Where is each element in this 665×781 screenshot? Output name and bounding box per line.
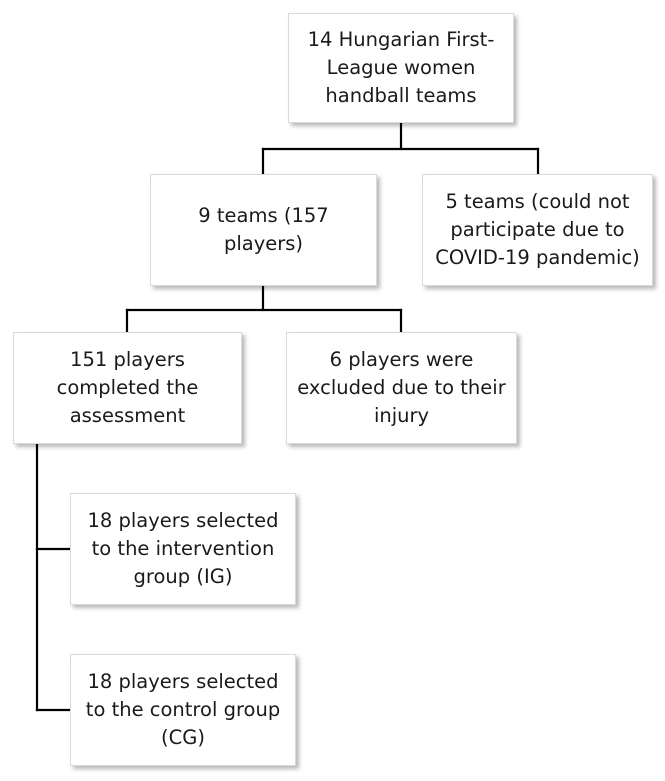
completed-assessment-box: 151 players completed the assessment bbox=[13, 332, 242, 444]
root-node-box: 14 Hungarian First-League women handball… bbox=[288, 13, 514, 123]
excluded-teams-box: 5 teams (could not participate due to CO… bbox=[422, 174, 653, 286]
control-group-box: 18 players selected to the control group… bbox=[70, 654, 296, 766]
root-node-text: 14 Hungarian First-League women handball… bbox=[307, 28, 495, 107]
intervention-group-box: 18 players selected to the intervention … bbox=[70, 493, 296, 605]
excluded-players-text: 6 players were excluded due to their inj… bbox=[297, 348, 506, 427]
intervention-group-text: 18 players selected to the intervention … bbox=[87, 509, 279, 588]
control-group-text: 18 players selected to the control group… bbox=[85, 670, 281, 749]
excluded-teams-text: 5 teams (could not participate due to CO… bbox=[435, 190, 640, 269]
included-teams-box: 9 teams (157 players) bbox=[150, 174, 377, 286]
excluded-players-box: 6 players were excluded due to their inj… bbox=[286, 332, 517, 444]
included-teams-text: 9 teams (157 players) bbox=[198, 204, 329, 255]
completed-assessment-text: 151 players completed the assessment bbox=[56, 348, 199, 427]
